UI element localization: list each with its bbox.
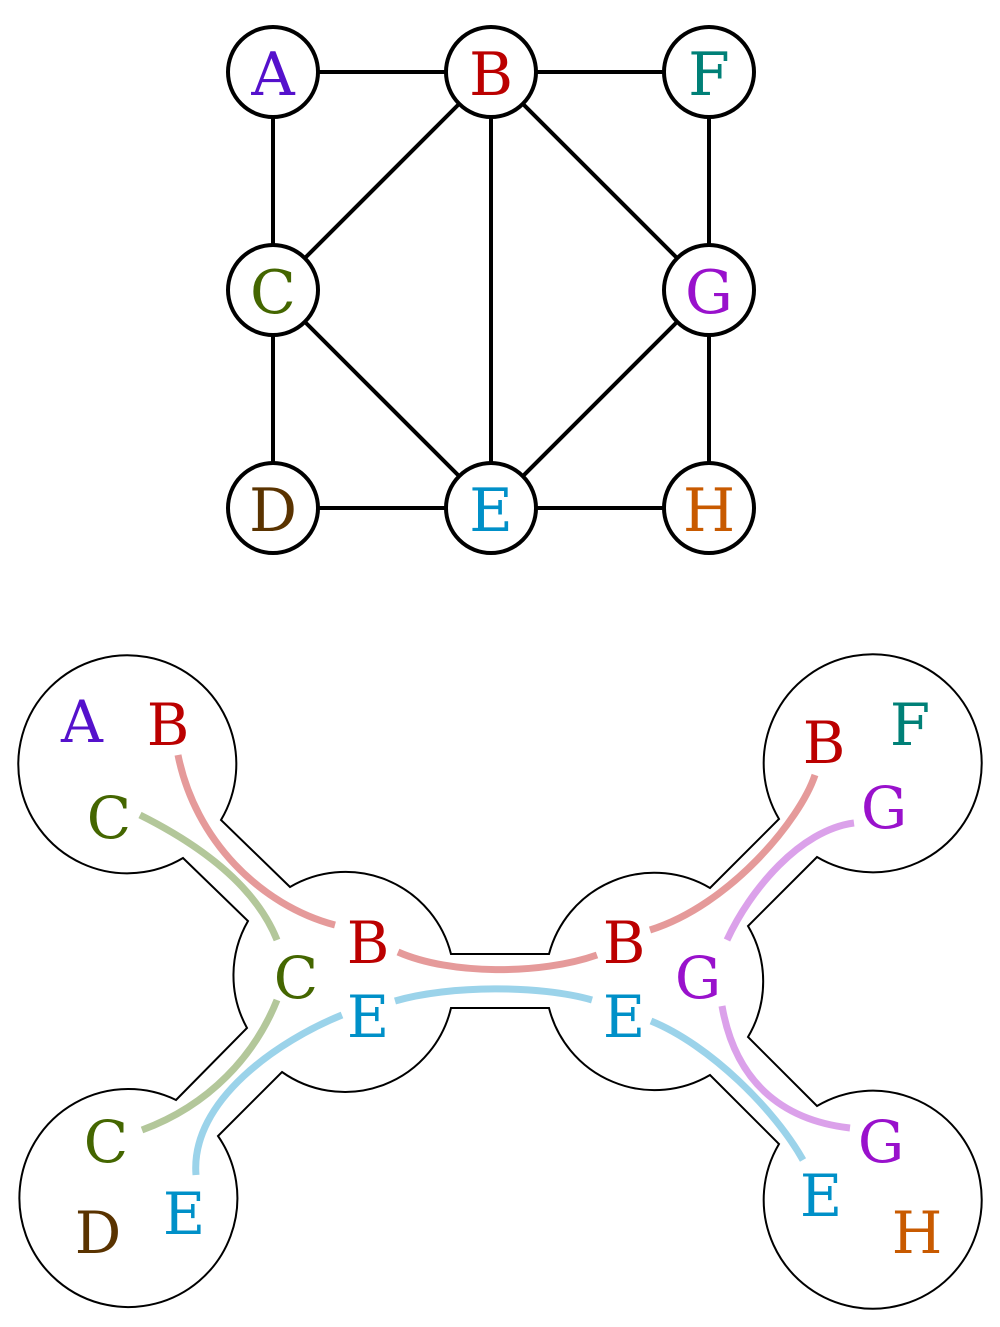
bag-label-g: G: [858, 1108, 904, 1176]
path-g-bottom: [718, 1005, 851, 1132]
node-c: C: [226, 243, 320, 337]
bag-label-e: E: [347, 983, 389, 1051]
graph: A B F C G D E H: [226, 25, 756, 555]
node-label: A: [250, 40, 295, 110]
bag-bce: CBE: [274, 909, 390, 1051]
node-label: C: [250, 258, 296, 328]
node-circle: [662, 461, 756, 555]
path-b-mid: [396, 948, 599, 974]
bag-label-h: H: [892, 1199, 943, 1267]
path-b-left: [174, 754, 336, 929]
node-circle: [226, 25, 320, 119]
bag-label-f: F: [890, 691, 930, 759]
bag-label-b: B: [803, 709, 846, 777]
bag-label-b: B: [147, 691, 190, 759]
bag-label-d: D: [75, 1199, 122, 1267]
bag-label-e: E: [163, 1180, 205, 1248]
path-c-bottom: [140, 998, 281, 1134]
bag-label-b: B: [347, 909, 390, 977]
node-circle: [444, 461, 538, 555]
bag-egh: GEH: [800, 1108, 942, 1267]
bag-label-c: C: [84, 1108, 128, 1176]
edge-c-e: [271, 288, 493, 510]
node-label: D: [249, 476, 297, 546]
path-b-right: [648, 773, 819, 934]
bag-beg: BGE: [603, 909, 721, 1051]
bag-label-c: C: [274, 944, 318, 1012]
node-h: H: [662, 461, 756, 555]
bag-label-b: B: [603, 909, 646, 977]
node-e: E: [444, 461, 538, 555]
node-circle: [226, 461, 320, 555]
node-circle: [226, 243, 320, 337]
bag-label-g: G: [861, 774, 907, 842]
edge-b-c: [271, 70, 493, 292]
node-a: A: [226, 25, 320, 119]
node-label: B: [469, 40, 513, 110]
edge-g-e: [489, 288, 711, 510]
bag-label-e: E: [603, 983, 645, 1051]
node-label: E: [469, 476, 513, 546]
node-label: F: [688, 40, 730, 110]
node-label: G: [685, 258, 733, 328]
path-e-right: [649, 1017, 807, 1162]
path-e-mid: [394, 985, 593, 1005]
node-b: B: [444, 25, 538, 119]
path-e-left: [192, 1011, 344, 1176]
node-circle: [444, 25, 538, 119]
node-d: D: [226, 461, 320, 555]
node-circle: [662, 243, 756, 337]
bag-label-e: E: [800, 1162, 842, 1230]
bag-label-a: A: [60, 688, 104, 756]
bag-label-g: G: [675, 944, 721, 1012]
bag-outline: [17, 653, 983, 1310]
node-label: H: [683, 476, 735, 546]
path-c-top: [138, 811, 281, 942]
edge-b-g: [489, 70, 711, 292]
node-g: G: [662, 243, 756, 337]
node-f: F: [662, 25, 756, 119]
bag-label-c: C: [87, 784, 131, 852]
path-g-top: [723, 819, 855, 942]
node-circle: [662, 25, 756, 119]
